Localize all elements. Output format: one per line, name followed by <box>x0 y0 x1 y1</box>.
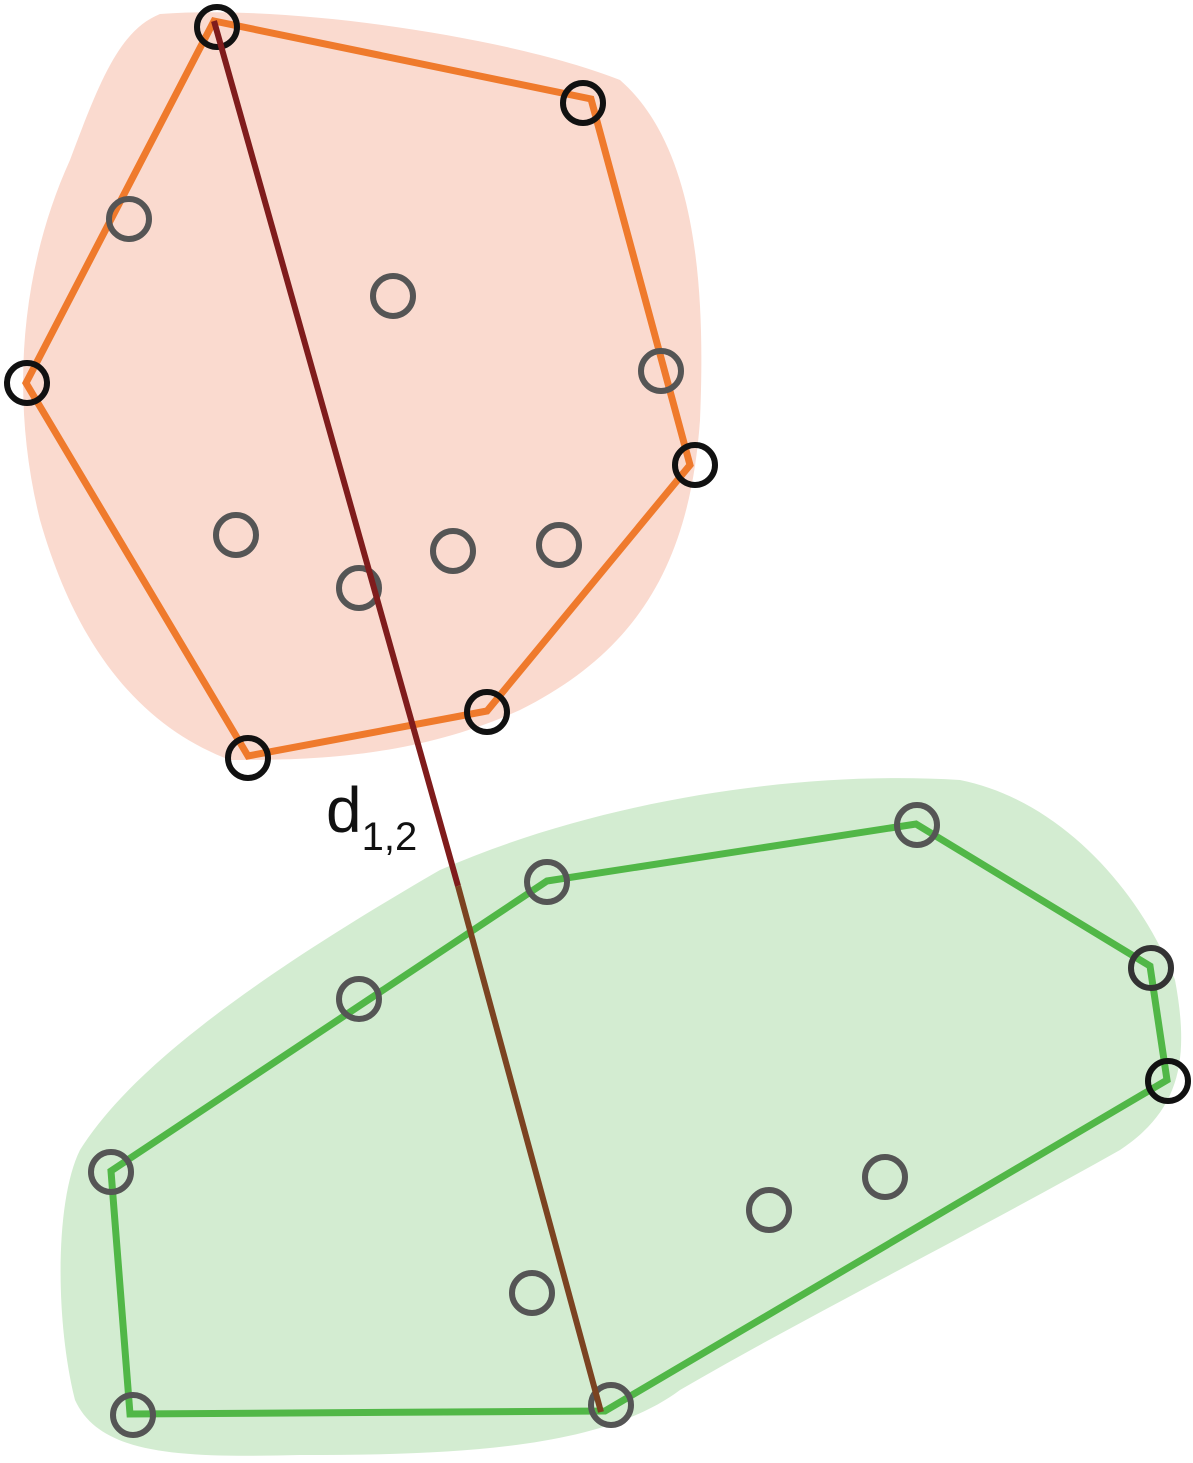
interior-point <box>106 196 152 242</box>
hull-point <box>194 4 240 50</box>
hull-point <box>464 689 510 735</box>
distance-label-main: d <box>326 774 362 846</box>
hull-point <box>4 360 50 406</box>
cluster-2-blob <box>60 778 1182 1456</box>
interior-point <box>862 1154 908 1200</box>
interior-point <box>638 348 684 394</box>
cluster-1-blob <box>23 12 702 761</box>
interior-point <box>430 528 476 574</box>
distance-label-subscript: 1,2 <box>362 815 418 859</box>
distance-line-top <box>211 20 461 887</box>
cluster-2-hull <box>107 820 1171 1418</box>
interior-point <box>509 1270 555 1316</box>
distance-line-bottom <box>455 885 604 1413</box>
distance-line <box>211 20 604 1413</box>
cluster-1-points <box>4 4 718 781</box>
interior-point <box>336 976 382 1022</box>
cluster-1 <box>4 4 718 781</box>
hull-point <box>1128 945 1174 991</box>
distance-label: d1,2 <box>326 774 417 859</box>
cluster-2-points <box>88 802 1191 1438</box>
interior-point <box>336 565 382 611</box>
cluster-1-hull <box>21 17 694 760</box>
interior-point <box>88 1149 134 1195</box>
interior-point <box>524 859 570 905</box>
interior-point <box>110 1392 156 1438</box>
interior-point <box>370 273 416 319</box>
hull-point <box>225 735 271 781</box>
hull-point <box>560 80 606 126</box>
hull-point <box>1145 1058 1191 1104</box>
interior-point <box>588 1382 634 1428</box>
cluster-2 <box>60 778 1191 1456</box>
interior-point <box>213 512 259 558</box>
interior-point <box>746 1187 792 1233</box>
hull-point <box>672 442 718 488</box>
interior-point <box>536 522 582 568</box>
interior-point <box>894 802 940 848</box>
